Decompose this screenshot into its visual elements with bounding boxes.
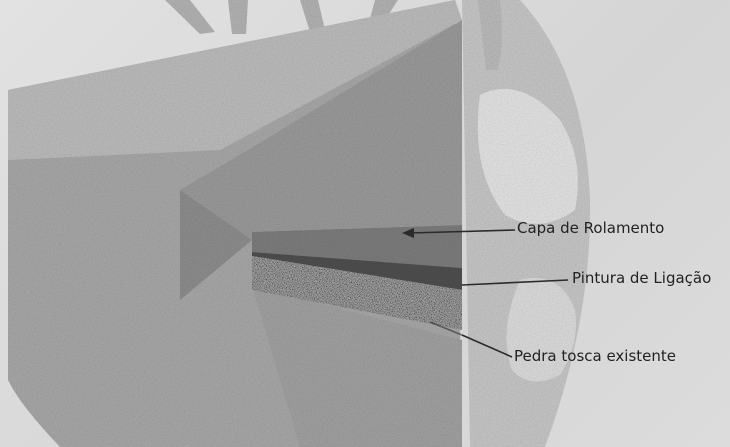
label-pedra-tosca-existente: Pedra tosca existente (514, 349, 676, 364)
label-capa-de-rolamento: Capa de Rolamento (517, 221, 664, 236)
label-pintura-de-ligacao: Pintura de Ligação (572, 271, 711, 286)
road-block (8, 0, 462, 447)
